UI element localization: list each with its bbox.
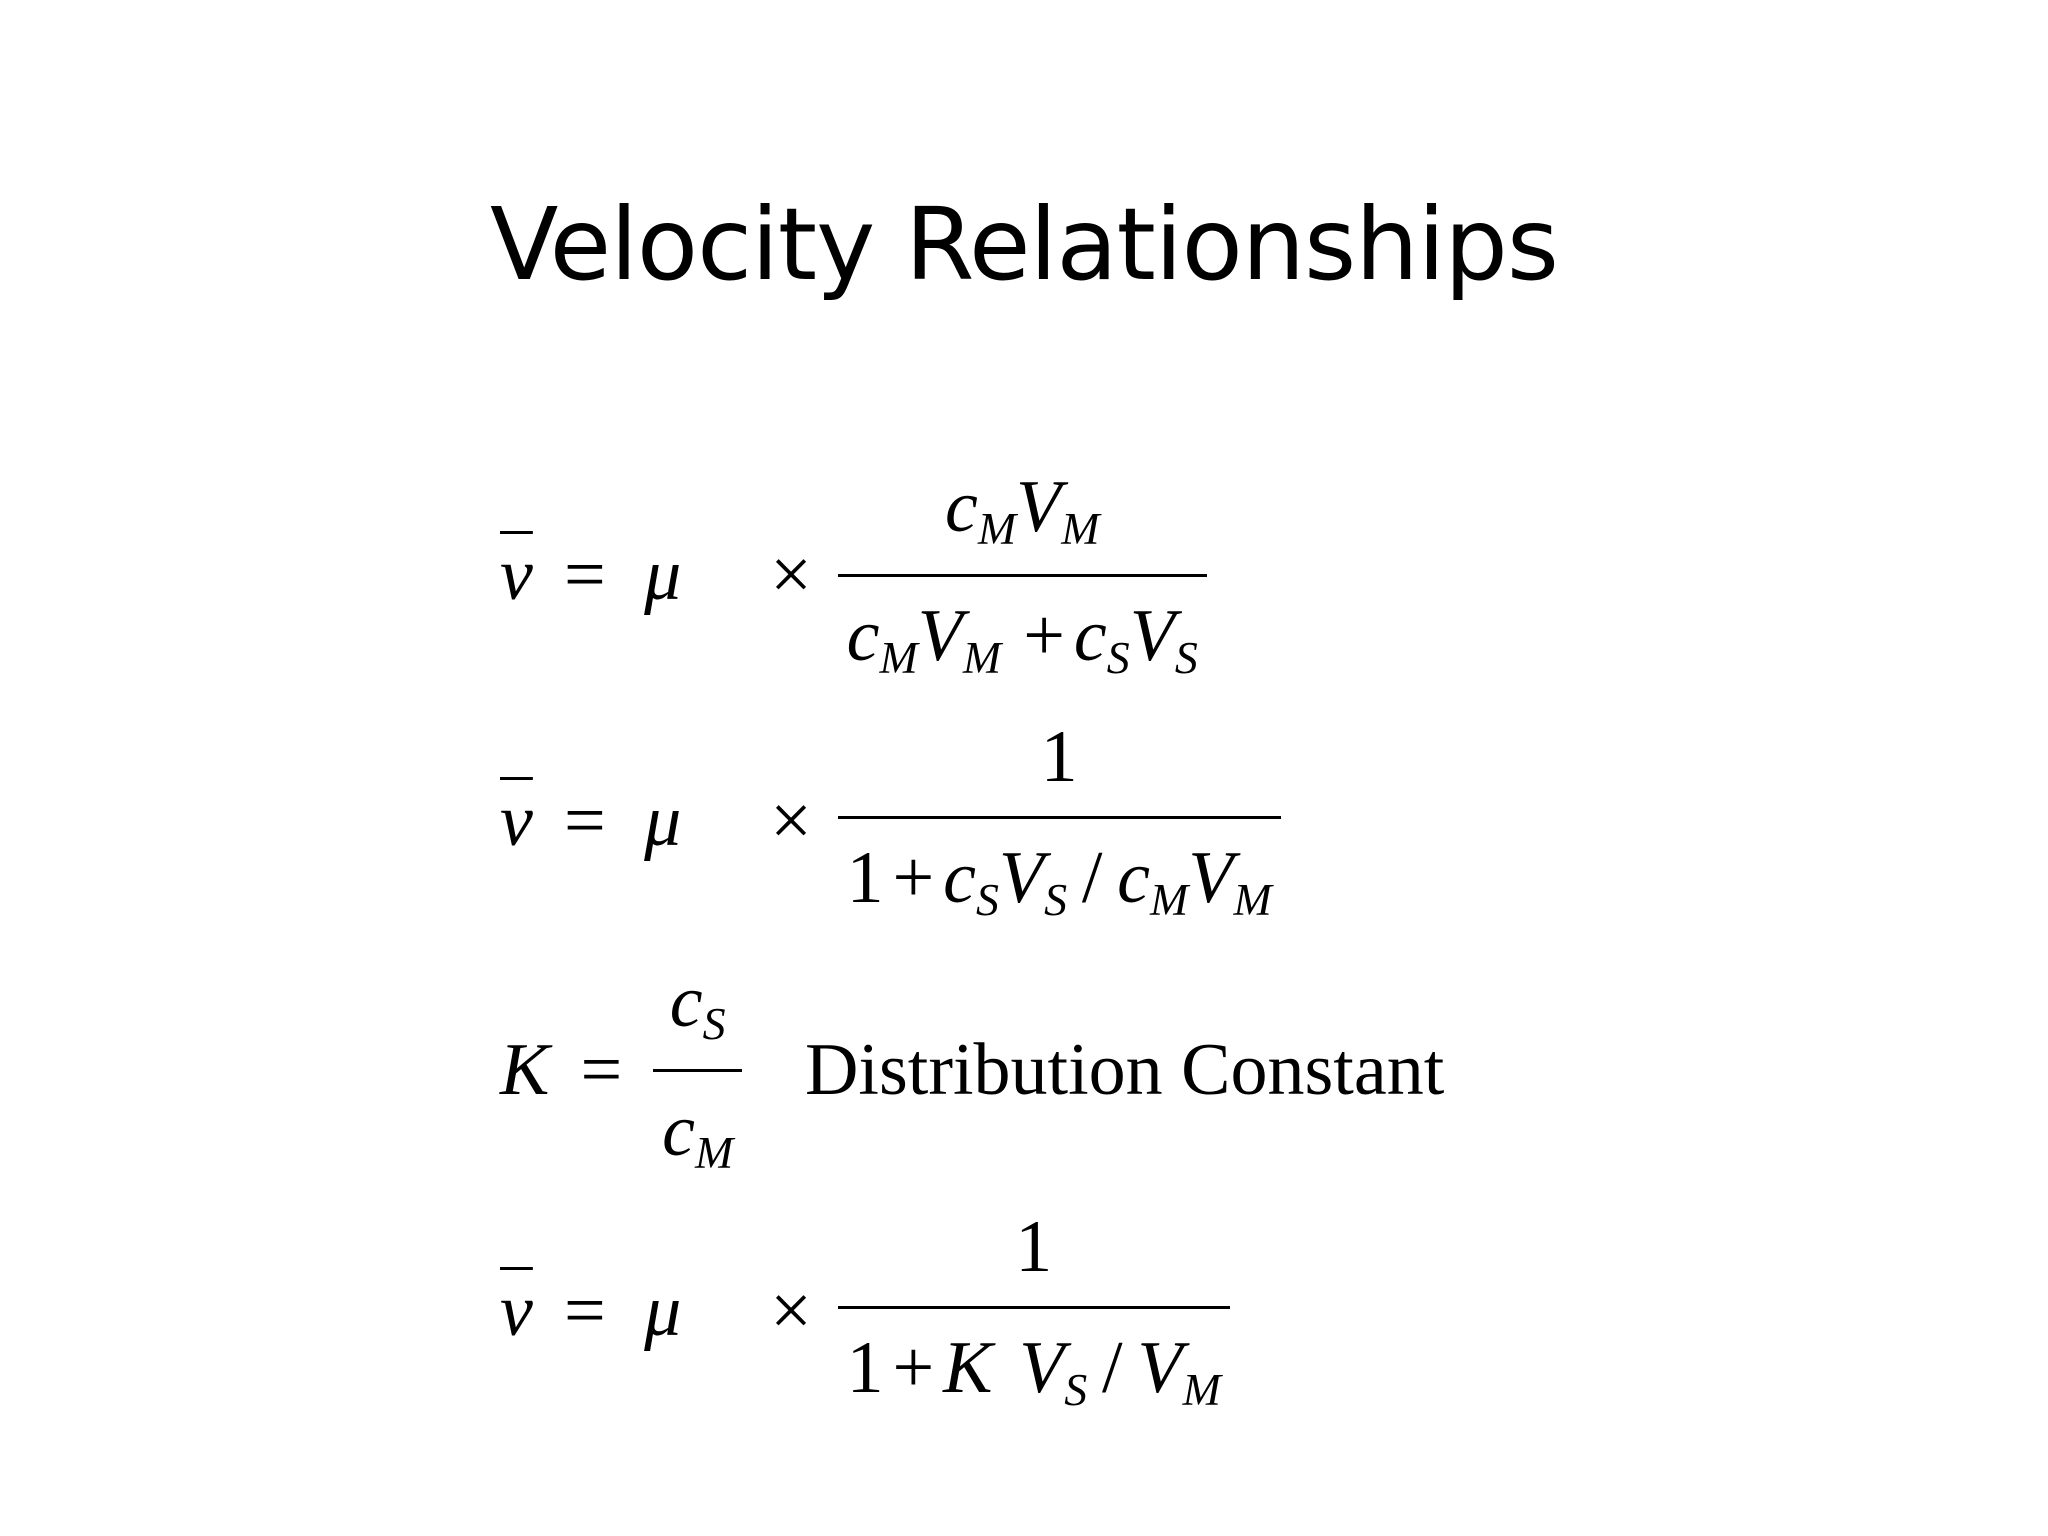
k-symbol: K: [500, 1029, 550, 1112]
fraction-bar: [837, 816, 1281, 819]
term: V: [917, 594, 963, 677]
term: c: [1117, 837, 1151, 919]
fraction-bar: [653, 1068, 743, 1072]
subscript: M: [1233, 873, 1272, 925]
slash-sign: /: [1102, 1327, 1123, 1409]
slide-title: Velocity Relationships: [489, 186, 1559, 303]
equals-sign: =: [580, 1029, 623, 1112]
numerator: 1: [1015, 1206, 1053, 1288]
times-sign: ×: [770, 534, 812, 617]
subscript: M: [977, 502, 1017, 554]
term: 1: [846, 1327, 884, 1409]
term: 1: [846, 837, 884, 919]
term: K: [943, 1327, 993, 1409]
equals-sign: =: [563, 1270, 606, 1353]
term: c: [943, 837, 976, 919]
slash-sign: /: [1081, 837, 1103, 919]
times-sign: ×: [770, 780, 812, 863]
subscript: M: [879, 631, 918, 683]
term: V: [1137, 1327, 1183, 1409]
subscript: S: [1064, 1363, 1088, 1415]
mean-velocity-symbol: v: [500, 534, 533, 617]
numerator: 1: [1040, 716, 1078, 798]
subscript: M: [1182, 1363, 1221, 1415]
fraction-bar: [837, 1306, 1230, 1309]
subscript: S: [1174, 631, 1198, 683]
subscript: M: [962, 631, 1002, 683]
plus-sign: +: [892, 1327, 935, 1409]
subscript: S: [702, 997, 726, 1049]
distribution-constant-label: Distribution Constant: [804, 1029, 1445, 1112]
subscript: M: [694, 1126, 734, 1178]
fraction: 1 1+cSVS/cMVM: [837, 716, 1281, 923]
times-sign: ×: [770, 1270, 812, 1353]
denominator: cM: [653, 1072, 742, 1176]
subscript: M: [1150, 873, 1189, 925]
term: c: [944, 466, 978, 548]
numerator: cS: [661, 965, 735, 1069]
term: c: [846, 594, 880, 677]
plus-sign: +: [892, 837, 935, 919]
mean-velocity-symbol: v: [500, 1270, 533, 1353]
mu-symbol: μ: [644, 780, 682, 863]
subscript: S: [1044, 873, 1068, 925]
equation-2: v = μ × 1 1+cSVS/cMVM: [500, 720, 1281, 923]
fraction-bar: [837, 573, 1207, 577]
subscript: S: [975, 873, 999, 925]
term: c: [1073, 594, 1107, 677]
subscript: M: [1061, 502, 1100, 554]
plus-sign: +: [1023, 594, 1066, 677]
subscript: S: [1106, 631, 1130, 683]
denominator: 1+cSVS/cMVM: [838, 819, 1281, 923]
mean-velocity-symbol: v: [500, 780, 533, 863]
equation-3: K = cS cM Distribution Constant: [500, 965, 1444, 1175]
term: V: [1016, 466, 1062, 548]
denominator: cMVM+cSVS: [838, 577, 1207, 681]
fraction: cMVM cMVM+cSVS: [837, 470, 1207, 681]
equals-sign: =: [563, 534, 606, 617]
term: V: [1188, 837, 1234, 919]
numerator: cMVM: [936, 470, 1108, 574]
mu-symbol: μ: [644, 1270, 682, 1353]
term: V: [1129, 594, 1175, 677]
equals-sign: =: [563, 780, 606, 863]
term: c: [662, 1089, 695, 1172]
term: c: [669, 961, 703, 1043]
equation-1: v = μ × cMVM cMVM+cSVS: [500, 470, 1207, 680]
fraction: cS cM: [653, 965, 743, 1176]
term: V: [998, 837, 1045, 919]
mu-symbol: μ: [644, 534, 682, 617]
term: V: [1019, 1327, 1065, 1409]
